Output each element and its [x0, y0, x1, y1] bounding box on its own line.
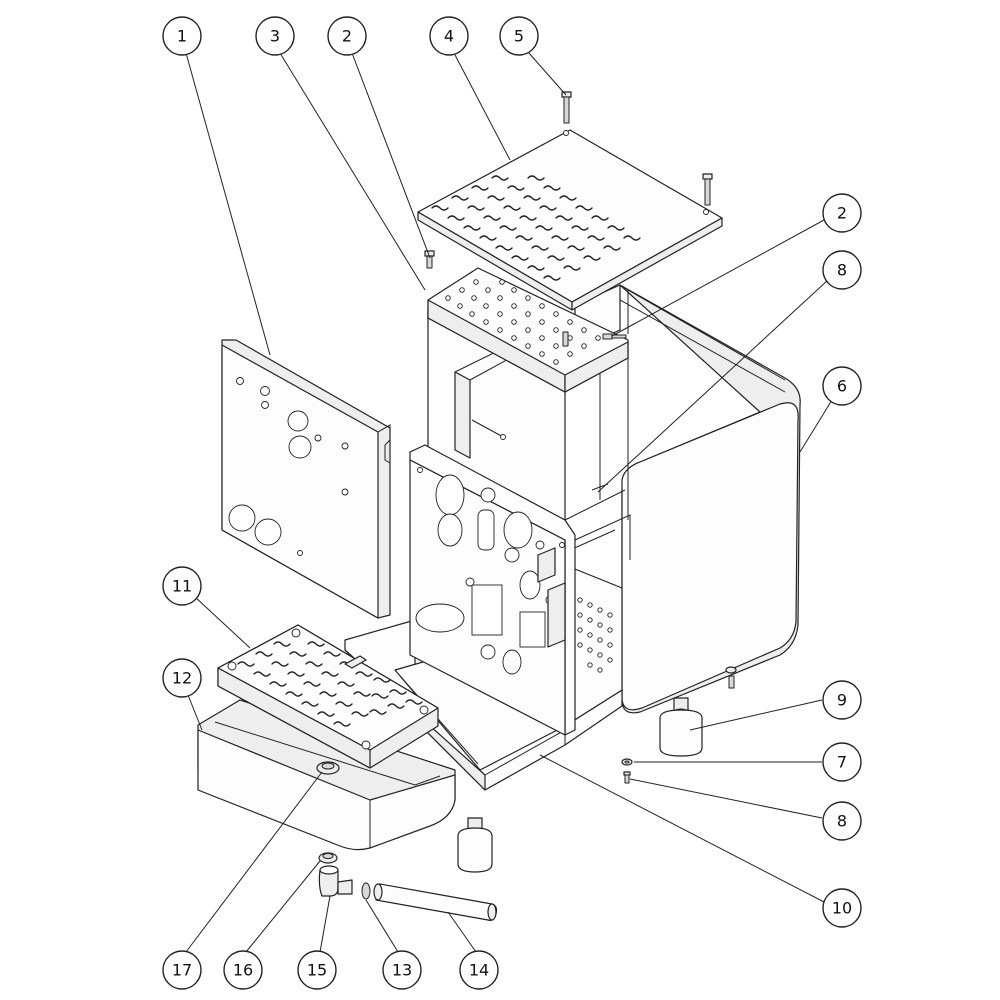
front-inner-panel [409, 444, 576, 736]
balloon-8-upper-label: 8 [837, 261, 847, 280]
balloon-9-label: 9 [837, 691, 847, 710]
screw-5-top [561, 91, 572, 124]
balloon-4: 4 [429, 16, 469, 56]
balloon-8-upper: 8 [822, 250, 862, 290]
balloon-10-label: 10 [832, 899, 852, 918]
balloon-12-label: 12 [172, 669, 192, 688]
perforation-holes [577, 597, 613, 673]
drip-grid-slots [237, 641, 423, 727]
balloon-7: 7 [822, 742, 862, 782]
balloon-14-label: 14 [469, 961, 489, 980]
washer-7 [621, 758, 633, 766]
drain-hose-14 [373, 883, 498, 921]
balloon-13: 13 [382, 950, 422, 990]
balloon-6-label: 6 [837, 377, 847, 396]
balloon-2-right-label: 2 [837, 204, 847, 223]
cup-tray-support [427, 267, 629, 393]
screw-5-right [702, 173, 713, 206]
elbow-fitting-15 [318, 865, 353, 897]
balloon-8-lower-label: 8 [837, 812, 847, 831]
balloon-13-label: 13 [392, 961, 412, 980]
screw-2-left [424, 250, 435, 269]
balloon-12: 12 [162, 658, 202, 698]
balloon-2-top-label: 2 [342, 27, 352, 46]
balloon-3-label: 3 [270, 27, 280, 46]
balloon-5: 5 [499, 16, 539, 56]
balloon-6: 6 [822, 366, 862, 406]
balloon-1: 1 [162, 16, 202, 56]
o-ring-13 [361, 882, 371, 900]
drain-fitting [316, 761, 340, 775]
balloon-2-top: 2 [327, 16, 367, 56]
screw-8-bottom [623, 771, 631, 784]
balloon-14: 14 [459, 950, 499, 990]
balloon-16-label: 16 [233, 961, 253, 980]
back-panel [221, 339, 391, 619]
balloon-5-label: 5 [514, 27, 524, 46]
drip-tray-grid [217, 624, 439, 769]
panel-cutouts [415, 467, 565, 675]
side-cover-panel [599, 284, 801, 714]
balloon-16: 16 [223, 950, 263, 990]
screw-2-right [602, 333, 627, 340]
balloon-8-lower: 8 [822, 801, 862, 841]
balloon-17: 17 [162, 950, 202, 990]
top-cup-grid [417, 129, 723, 311]
balloon-1-label: 1 [177, 27, 187, 46]
balloon-15: 15 [297, 950, 337, 990]
balloon-9: 9 [822, 680, 862, 720]
balloon-4-label: 4 [444, 27, 454, 46]
balloon-3: 3 [255, 16, 295, 56]
balloon-11: 11 [162, 566, 202, 606]
balloon-11-label: 11 [172, 577, 192, 596]
drain-nut-16 [318, 852, 338, 864]
balloon-15-label: 15 [307, 961, 327, 980]
cup-tray-holes [445, 279, 601, 365]
screw-inner [562, 331, 569, 347]
balloon-17-label: 17 [172, 961, 192, 980]
foot-right [659, 697, 703, 757]
balloon-10: 10 [822, 888, 862, 928]
washer-screw-side [725, 666, 737, 689]
foot-front [457, 817, 493, 873]
balloon-7-label: 7 [837, 753, 847, 772]
leader-lines [185, 51, 833, 953]
balloon-2-right: 2 [822, 193, 862, 233]
grid-slots [431, 175, 641, 281]
back-panel-holes [228, 377, 349, 556]
